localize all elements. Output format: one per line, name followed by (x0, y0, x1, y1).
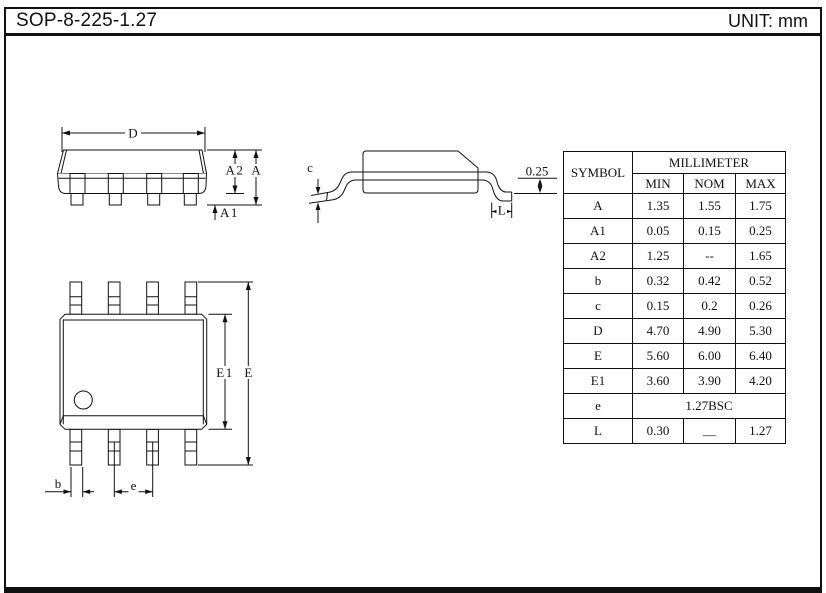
span-value-cell: 1.27BSC (631, 393, 787, 419)
dim-label-E: E (244, 365, 252, 380)
package-body-side (352, 150, 486, 194)
col-header-max: MAX (734, 173, 787, 194)
col-header-min: MIN (632, 173, 684, 194)
top-view-drawing: E1 E b e (45, 281, 255, 497)
table-row: b 0.32 0.42 0.52 (563, 268, 787, 294)
dim-label-standoff: 0.25 (526, 164, 549, 179)
dim-label-E1: E1 (216, 365, 233, 380)
table-row: L 0.30 — 1.27 (563, 418, 787, 444)
nom-dash: — (703, 427, 716, 442)
dim-label-c: c (307, 160, 313, 175)
dimension-table: SYMBOL MILLIMETER MIN NOM MAX A 1.35 1.5… (563, 151, 787, 444)
pin1-marker (73, 390, 93, 410)
lead-left (308, 171, 357, 204)
page-title: SOP-8-225-1.27 (16, 10, 158, 31)
table-row: A 1.35 1.55 1.75 (563, 193, 787, 219)
front-view-drawing: D A2 (56, 126, 263, 220)
package-body-top (59, 313, 208, 430)
dim-standoff: 0.25 (514, 164, 557, 194)
dim-c: c (307, 160, 321, 223)
dim-e: e (113, 442, 154, 497)
dim-label-pitch: e (131, 478, 137, 493)
col-header-symbol: SYMBOL (563, 151, 633, 194)
lead-right (481, 171, 513, 202)
table-row: A1 0.05 0.15 0.25 (563, 218, 787, 244)
dim-b: b (45, 467, 94, 497)
header-divider (6, 33, 820, 36)
table-row: c 0.15 0.2 0.26 (563, 293, 787, 319)
dim-L: L (491, 202, 513, 218)
leads-top-row (69, 281, 198, 315)
side-view-drawing: c 0.25 L (307, 150, 557, 223)
dim-D: D (61, 126, 206, 152)
dim-A2-A-A1: A2 A A1 (207, 149, 263, 220)
dim-label-A2: A2 (226, 163, 245, 178)
dim-E1-E: E1 E (198, 281, 255, 466)
col-header-millimeter: MILLIMETER (631, 151, 787, 174)
table-row: A2 1.25 -- 1.65 (563, 243, 787, 269)
table-row: D 4.70 4.90 5.30 (563, 318, 787, 344)
dim-label-D: D (128, 126, 137, 141)
table-row: E 5.60 6.00 6.40 (563, 343, 787, 369)
unit-label: UNIT: mm (728, 11, 808, 31)
table-row: E1 3.60 3.90 4.20 (563, 368, 787, 394)
package-body-front (56, 149, 208, 206)
dim-label-A: A (251, 163, 261, 178)
col-header-nom: NOM (683, 173, 736, 194)
table-row: e 1.27BSC (563, 393, 787, 419)
dim-label-b: b (55, 476, 62, 491)
leads-bottom-row (69, 428, 198, 466)
dim-label-A1: A1 (220, 205, 239, 220)
dim-label-L: L (498, 203, 506, 218)
